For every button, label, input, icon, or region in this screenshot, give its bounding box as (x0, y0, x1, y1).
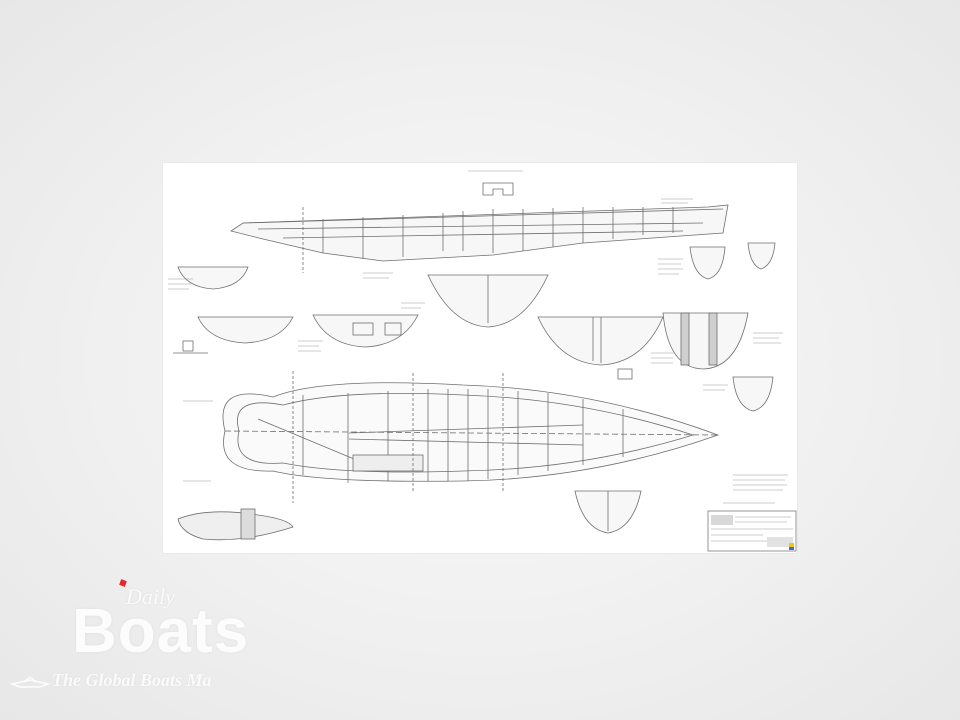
blueprint-sheet (163, 163, 797, 553)
detail-views (173, 340, 633, 541)
plan-view (222, 371, 720, 503)
section-views (177, 242, 776, 534)
hull-drawing (168, 170, 797, 552)
title-block (707, 510, 797, 552)
profile-view (230, 182, 729, 273)
